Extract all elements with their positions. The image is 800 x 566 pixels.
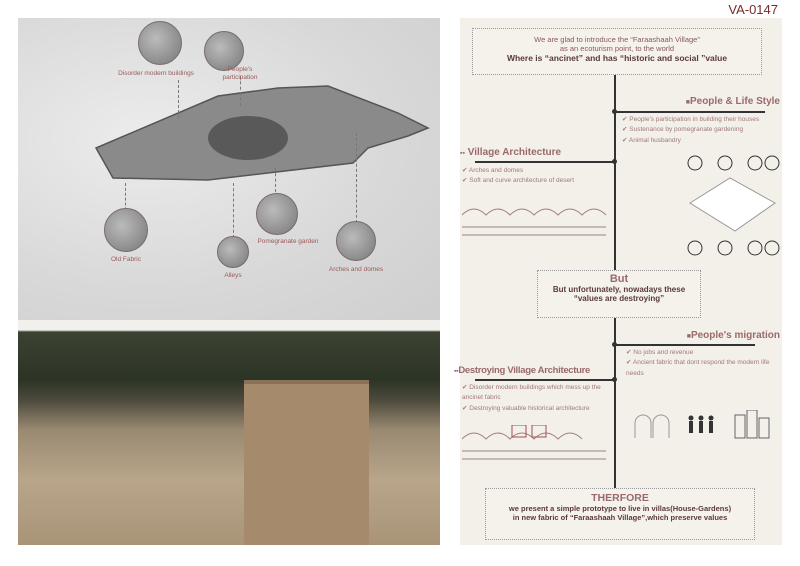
destroying-list: ✔ Disorder modern buildings which mess u…: [462, 383, 607, 414]
therefore-line: we present a simple prototype to live in…: [508, 504, 732, 513]
photo-people: [204, 31, 244, 71]
leader-line: [275, 168, 276, 208]
label-disorder: Disorder modern buildings: [118, 70, 194, 77]
intro-line: as an ecoturism point, to the world: [559, 44, 675, 53]
migration-list: ✔ No jobs and revenue ✔ Ancient fabric t…: [626, 348, 776, 379]
building-photo: [244, 380, 369, 545]
label-arches: Arches and domes: [328, 266, 384, 273]
destroying-title: ▪▪Destroying Village Architecture: [454, 365, 591, 376]
photo-old-fabric: [104, 208, 148, 252]
therefore-title: THERFORE: [591, 492, 649, 504]
photo-arches: [336, 221, 376, 261]
intro-headline: Where is “ancinet” and has “historic and…: [506, 53, 728, 63]
list-item: ✔ Soft and curve architecture of desert: [462, 177, 575, 185]
but-title: But: [609, 273, 629, 285]
intro-line: We are glad to introduce the “Faraashaah…: [534, 35, 700, 44]
destroying-title-text: Destroying Village Architecture: [458, 365, 591, 376]
village-title: ▪▪ Village Architecture: [460, 147, 562, 158]
people-title-text: People & Life Style: [689, 96, 780, 107]
branch-line: [475, 379, 615, 381]
disorder-sketch: [462, 425, 606, 460]
node-dot: [612, 342, 617, 347]
village-photo: [18, 320, 440, 545]
therefore-line: in new fabric of “Faraashaah Village”,wh…: [512, 513, 728, 522]
but-line: “values are destroying”: [573, 294, 665, 303]
list-item: ✔ Ancient fabric that dont respond the m…: [626, 359, 770, 377]
narrative-panel: We are glad to introduce the “Faraashaah…: [454, 18, 782, 545]
village-title-text: Village Architecture: [467, 147, 562, 158]
people-title: ■People & Life Style: [685, 96, 780, 107]
intro-box: We are glad to introduce the “Faraashaah…: [472, 28, 762, 75]
but-line: But unfortunately, nowadays these: [552, 285, 686, 294]
label-pomegranate: Pomegranate garden: [257, 238, 319, 245]
list-item: ✔ Destroying valuable historical archite…: [462, 404, 590, 412]
arches-sketch: [462, 208, 607, 236]
list-item: ✔ People's participation in building the…: [622, 116, 760, 123]
migration-sketch: [634, 410, 770, 439]
leader-line: [233, 183, 234, 238]
timeline-line: [614, 75, 616, 270]
list-item: ✔ No jobs and revenue: [626, 349, 694, 356]
leader-line: [125, 183, 126, 225]
photo-alleys: [217, 236, 249, 268]
node-dot: [612, 159, 617, 164]
branch-line: [615, 111, 765, 113]
leader-line: [356, 133, 357, 223]
timeline-line: [614, 318, 616, 488]
leader-line: [240, 76, 241, 106]
project-code: VA-0147: [728, 2, 778, 17]
list-item: ✔ Sustenance by pomegranate gardening: [622, 126, 744, 134]
label-alleys: Alleys: [224, 272, 242, 279]
node-dot: [612, 377, 617, 382]
migration-title-text: People's migration: [690, 330, 780, 341]
site-panel: Disorder modern buildings People's parti…: [18, 18, 440, 545]
migration-title: ■People's migration: [686, 330, 780, 341]
branch-line: [615, 344, 755, 346]
isometric-village-sketch: [687, 155, 780, 256]
photo-pomegranate: [256, 193, 298, 235]
list-item: ✔ Disorder modern buildings which mess u…: [462, 384, 601, 402]
site-map: [94, 85, 430, 181]
node-dot: [612, 109, 617, 114]
label-people: People's participation: [222, 66, 258, 81]
garden-area: [208, 116, 288, 160]
leader-line: [178, 80, 179, 118]
photo-disorder-buildings: [138, 21, 182, 65]
label-old-fabric: Old Fabric: [111, 256, 141, 263]
village-list: ✔ Arches and domes ✔ Soft and curve arch…: [462, 166, 574, 187]
but-box: But But unfortunately, nowadays these “v…: [537, 270, 701, 318]
people-list: ✔ People's participation in building the…: [622, 115, 780, 146]
branch-line: [475, 161, 615, 163]
list-item: ✔ Animal husbandry: [622, 136, 681, 144]
list-item: ✔ Arches and domes: [462, 167, 524, 174]
therefore-box: THERFORE we present a simple prototype t…: [485, 488, 755, 540]
